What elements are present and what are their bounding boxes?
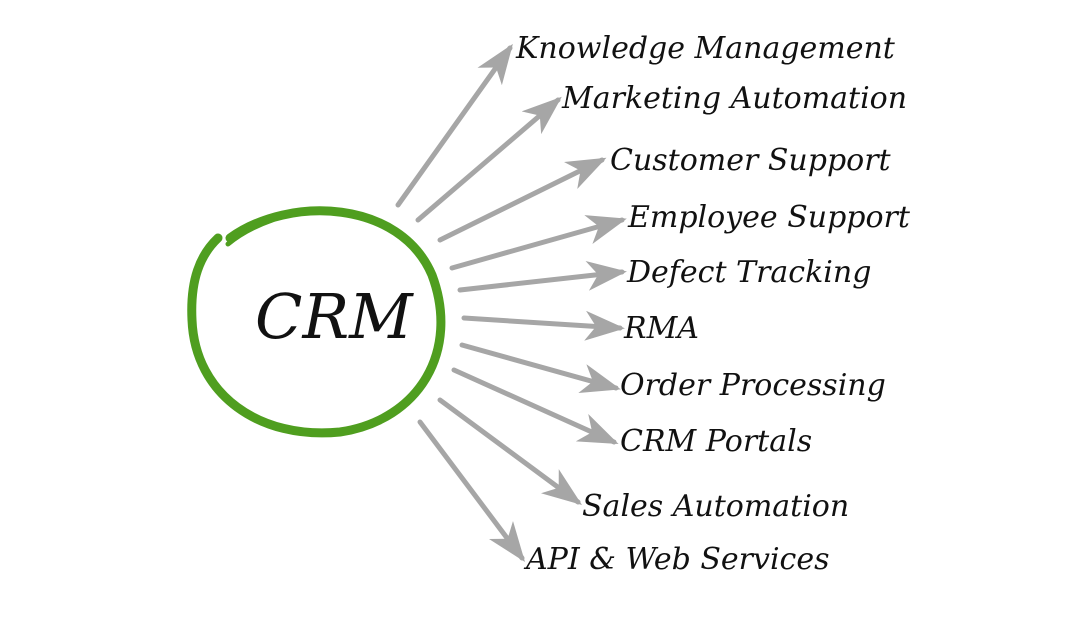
arrow-order-processing — [459, 342, 621, 394]
arrow-sales-automation — [437, 397, 583, 505]
arrow-customer-support — [437, 157, 607, 243]
label-marketing-automation: Marketing Automation — [561, 81, 907, 116]
label-api-web-services: API & Web Services — [523, 542, 830, 577]
label-rma: RMA — [623, 311, 699, 346]
arrow-rma — [461, 310, 625, 341]
ring-stroke-main — [187, 206, 446, 438]
arrow-marketing-automation — [415, 96, 562, 223]
arrow-employee-support — [449, 215, 627, 271]
label-knowledge-management: Knowledge Management — [515, 31, 896, 66]
label-customer-support: Customer Support — [610, 143, 892, 178]
crm-ring — [187, 206, 446, 438]
label-sales-automation: Sales Automation — [582, 489, 849, 524]
label-crm-portals: CRM Portals — [620, 424, 812, 459]
label-order-processing: Order Processing — [620, 368, 886, 403]
arrow-defect-tracking — [457, 260, 627, 293]
arrow-knowledge-management — [395, 43, 513, 208]
ring-stroke-overlap — [225, 217, 275, 247]
crm-center-label: CRM — [255, 280, 414, 353]
arrow-api-web-services — [417, 419, 525, 562]
labels: Knowledge Management Marketing Automatio… — [515, 31, 911, 577]
label-defect-tracking: Defect Tracking — [626, 255, 871, 290]
label-employee-support: Employee Support — [627, 200, 911, 235]
arrow-crm-portals — [451, 367, 619, 445]
arrows — [395, 43, 627, 562]
